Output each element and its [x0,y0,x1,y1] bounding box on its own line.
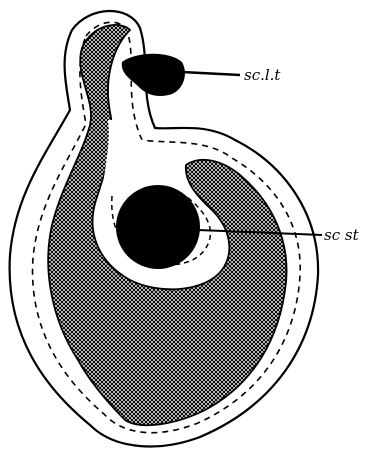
lower-label: sc st [324,226,360,244]
upper-leader-line [182,72,240,75]
upper-label: sc.l.t [244,66,281,84]
lower-nucleus [116,185,200,269]
